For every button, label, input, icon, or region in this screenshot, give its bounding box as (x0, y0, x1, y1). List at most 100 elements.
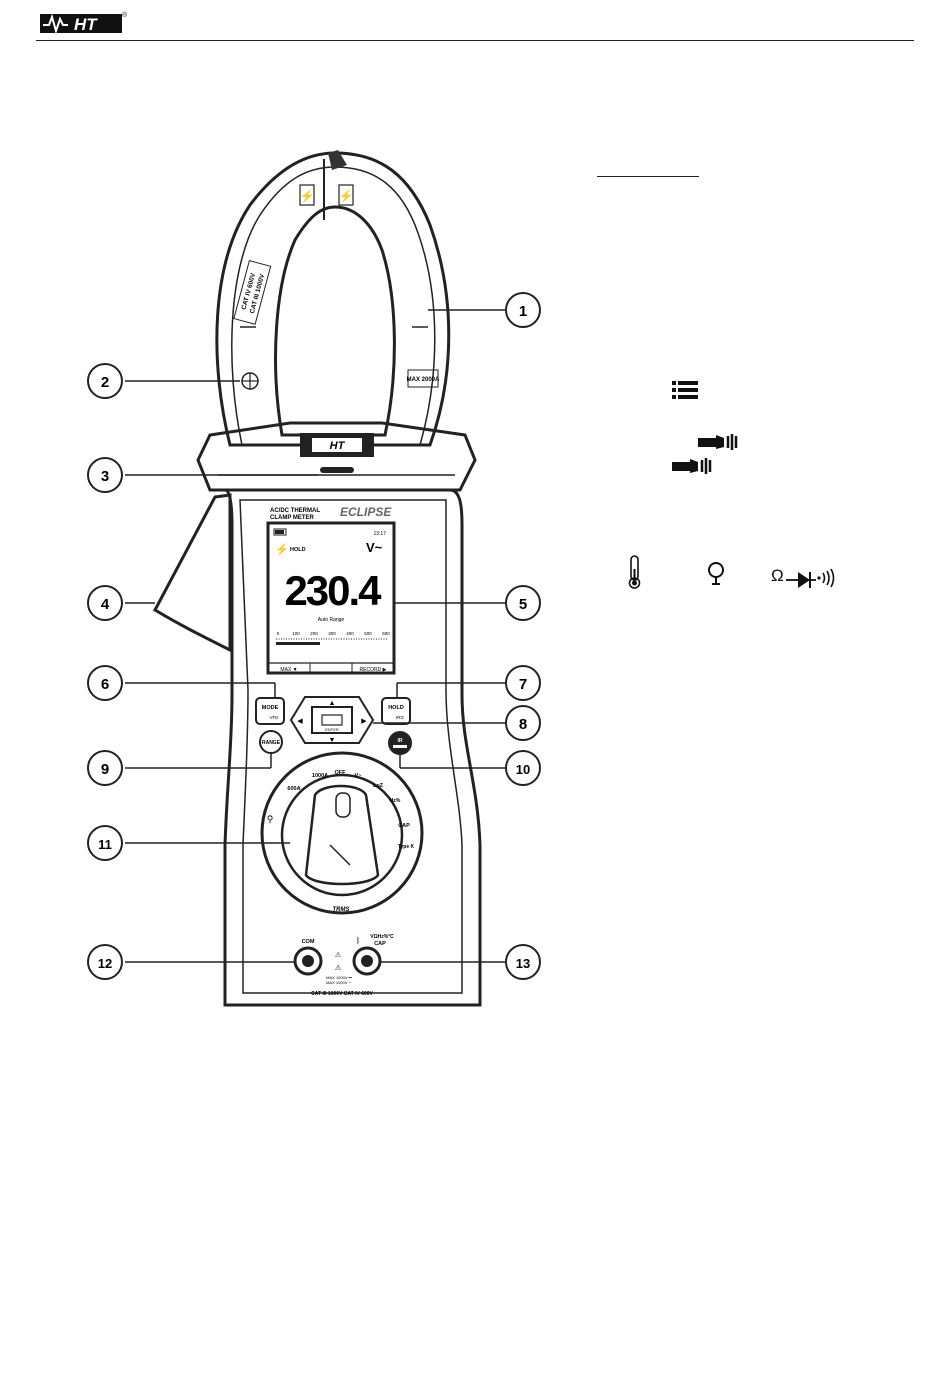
callout-4: 4 (87, 585, 123, 621)
jaw-max-label: MAX 2000A (407, 377, 440, 383)
header-rule (36, 40, 914, 41)
display-reading: 230.4 (284, 567, 382, 614)
svg-text:3: 3 (101, 468, 109, 485)
svg-text:13: 13 (516, 956, 530, 971)
registered-mark: ® (122, 11, 128, 19)
svg-text:5: 5 (519, 596, 527, 613)
callout-9: 9 (87, 750, 123, 786)
hold-button-sublabel: IRG (396, 715, 405, 720)
meter-series-line1: AC/DC THERMAL (270, 508, 320, 514)
lightbulb-icon (708, 562, 724, 585)
callout-7: 7 (505, 665, 541, 701)
bargraph-tick-2: 200 (310, 631, 318, 636)
range-button-label: RANGE (262, 740, 281, 746)
svg-text:2: 2 (101, 374, 109, 391)
callout-3: 3 (87, 457, 123, 493)
dial-pos-v: V~ (355, 773, 362, 779)
callout-6: 6 (87, 665, 123, 701)
ohm-symbol: Ω (771, 566, 784, 585)
clamp-meter-figure: ⚡ ⚡ CAT IV 600V CAT III 1000V MAX 2000A … (87, 150, 541, 1007)
bargraph-tick-1: 100 (292, 631, 300, 636)
display-hold-label: HOLD (290, 547, 306, 553)
bargraph-tick-4: 400 (346, 631, 354, 636)
jaw-trigger[interactable] (320, 467, 354, 473)
display-bargraph: 0 100 200 300 400 500 600 (276, 631, 390, 645)
header-brand: HT (74, 15, 98, 34)
display-hazard-icon: ⚡ (275, 543, 289, 556)
dial-pos-600a: 600A (287, 786, 300, 792)
display-range-label: Auto Range (318, 617, 345, 623)
softkey-left[interactable]: MAX ▼ (280, 667, 297, 673)
dial-pos-cap: CAP (398, 823, 410, 829)
jaw-hazard-icon-2: ⚡ (339, 189, 354, 203)
rotary-selector[interactable]: 1000A OFF V~ 600A LoZ Hz% CAP Type K ⚲ T… (260, 751, 424, 915)
svg-text:1: 1 (519, 303, 527, 320)
arrow-keypad[interactable]: ENTER ▲ ▼ ◀ ▶ (289, 696, 375, 744)
warning-icon: ⚠ (335, 951, 341, 959)
rating-line-1: MAX 1000V ⎓ (326, 975, 352, 980)
svg-text:7: 7 (519, 676, 527, 693)
lamp-icon-2 (672, 458, 712, 474)
meter-series-line2: CLAMP METER (270, 515, 315, 521)
mode-button-sublabel: VFD (270, 715, 280, 720)
diode-continuity-icon (786, 568, 835, 588)
dial-pos-type-k: Type K (398, 844, 415, 850)
lamp-button[interactable]: IR (388, 731, 412, 755)
meter-body (223, 488, 482, 1007)
cat-rating-line: CAT III 1000V CAT IV 600V (311, 991, 373, 997)
jaw-opening (274, 205, 396, 437)
arrow-left-icon[interactable]: ◀ (297, 718, 303, 725)
hold-button-label: HOLD (388, 705, 404, 711)
mode-button-label: MODE (262, 705, 279, 711)
svg-text:12: 12 (98, 956, 112, 971)
arrow-up-icon[interactable]: ▲ (329, 700, 336, 707)
list-icon (672, 381, 698, 399)
dial-brand: TRMS (333, 907, 350, 913)
display-unit: V~ (366, 540, 383, 555)
input-terminal[interactable] (352, 946, 382, 976)
callout-1: 1 (505, 292, 541, 328)
lcd-display (266, 521, 396, 675)
input-terminal-sublabel: CAP (374, 941, 386, 947)
bargraph-tick-6: 600 (382, 631, 390, 636)
dial-pos-hz: Hz% (390, 798, 401, 804)
svg-text:8: 8 (519, 716, 527, 733)
dial-pos-off: OFF (335, 770, 347, 776)
callout-12: 12 (87, 944, 123, 980)
svg-text:9: 9 (101, 761, 109, 778)
svg-text:6: 6 (101, 676, 109, 693)
hold-button[interactable]: HOLD IRG (381, 697, 411, 725)
com-terminal[interactable] (293, 946, 323, 976)
arrow-down-icon[interactable]: ▼ (329, 737, 336, 744)
meter-model: ECLIPSE (340, 505, 392, 519)
softkey-right[interactable]: RECORD ▶ (360, 667, 387, 673)
dial-pos-1000a: 1000A (312, 773, 328, 779)
ht-logo: HT ® (40, 11, 128, 34)
mode-button[interactable]: MODE VFD (255, 697, 285, 725)
input-terminal-label: VΩHz%°C (370, 934, 394, 940)
meter-brand-logo: HT (330, 440, 346, 452)
svg-text:4: 4 (101, 596, 110, 613)
jaw-hazard-icon: ⚡ (300, 189, 315, 203)
range-button[interactable]: RANGE (259, 730, 283, 754)
bargraph-tick-5: 500 (364, 631, 372, 636)
dial-lightbulb-icon: ⚲ (267, 814, 274, 824)
thermometer-icon (628, 555, 641, 589)
lamp-button-label: IR (398, 738, 403, 744)
svg-text:10: 10 (516, 762, 530, 777)
dial-pos-loz: LoZ (373, 783, 384, 789)
bargraph-tick-0: 0 (277, 631, 280, 636)
lamp-icon (698, 434, 738, 450)
svg-text:11: 11 (98, 837, 112, 852)
callout-10: 10 (505, 750, 541, 786)
callout-2: 2 (87, 363, 123, 399)
arrow-right-icon[interactable]: ▶ (361, 718, 367, 725)
enter-button-label: ENTER (325, 727, 339, 732)
bluetooth-icon: ᛒ (356, 936, 361, 945)
callout-8: 8 (505, 705, 541, 741)
callout-11: 11 (87, 825, 123, 861)
display-time: 13:17 (373, 531, 386, 537)
callout-13: 13 (505, 944, 541, 980)
jaw-trigger-lever[interactable] (153, 493, 232, 653)
battery-icon (273, 528, 287, 536)
